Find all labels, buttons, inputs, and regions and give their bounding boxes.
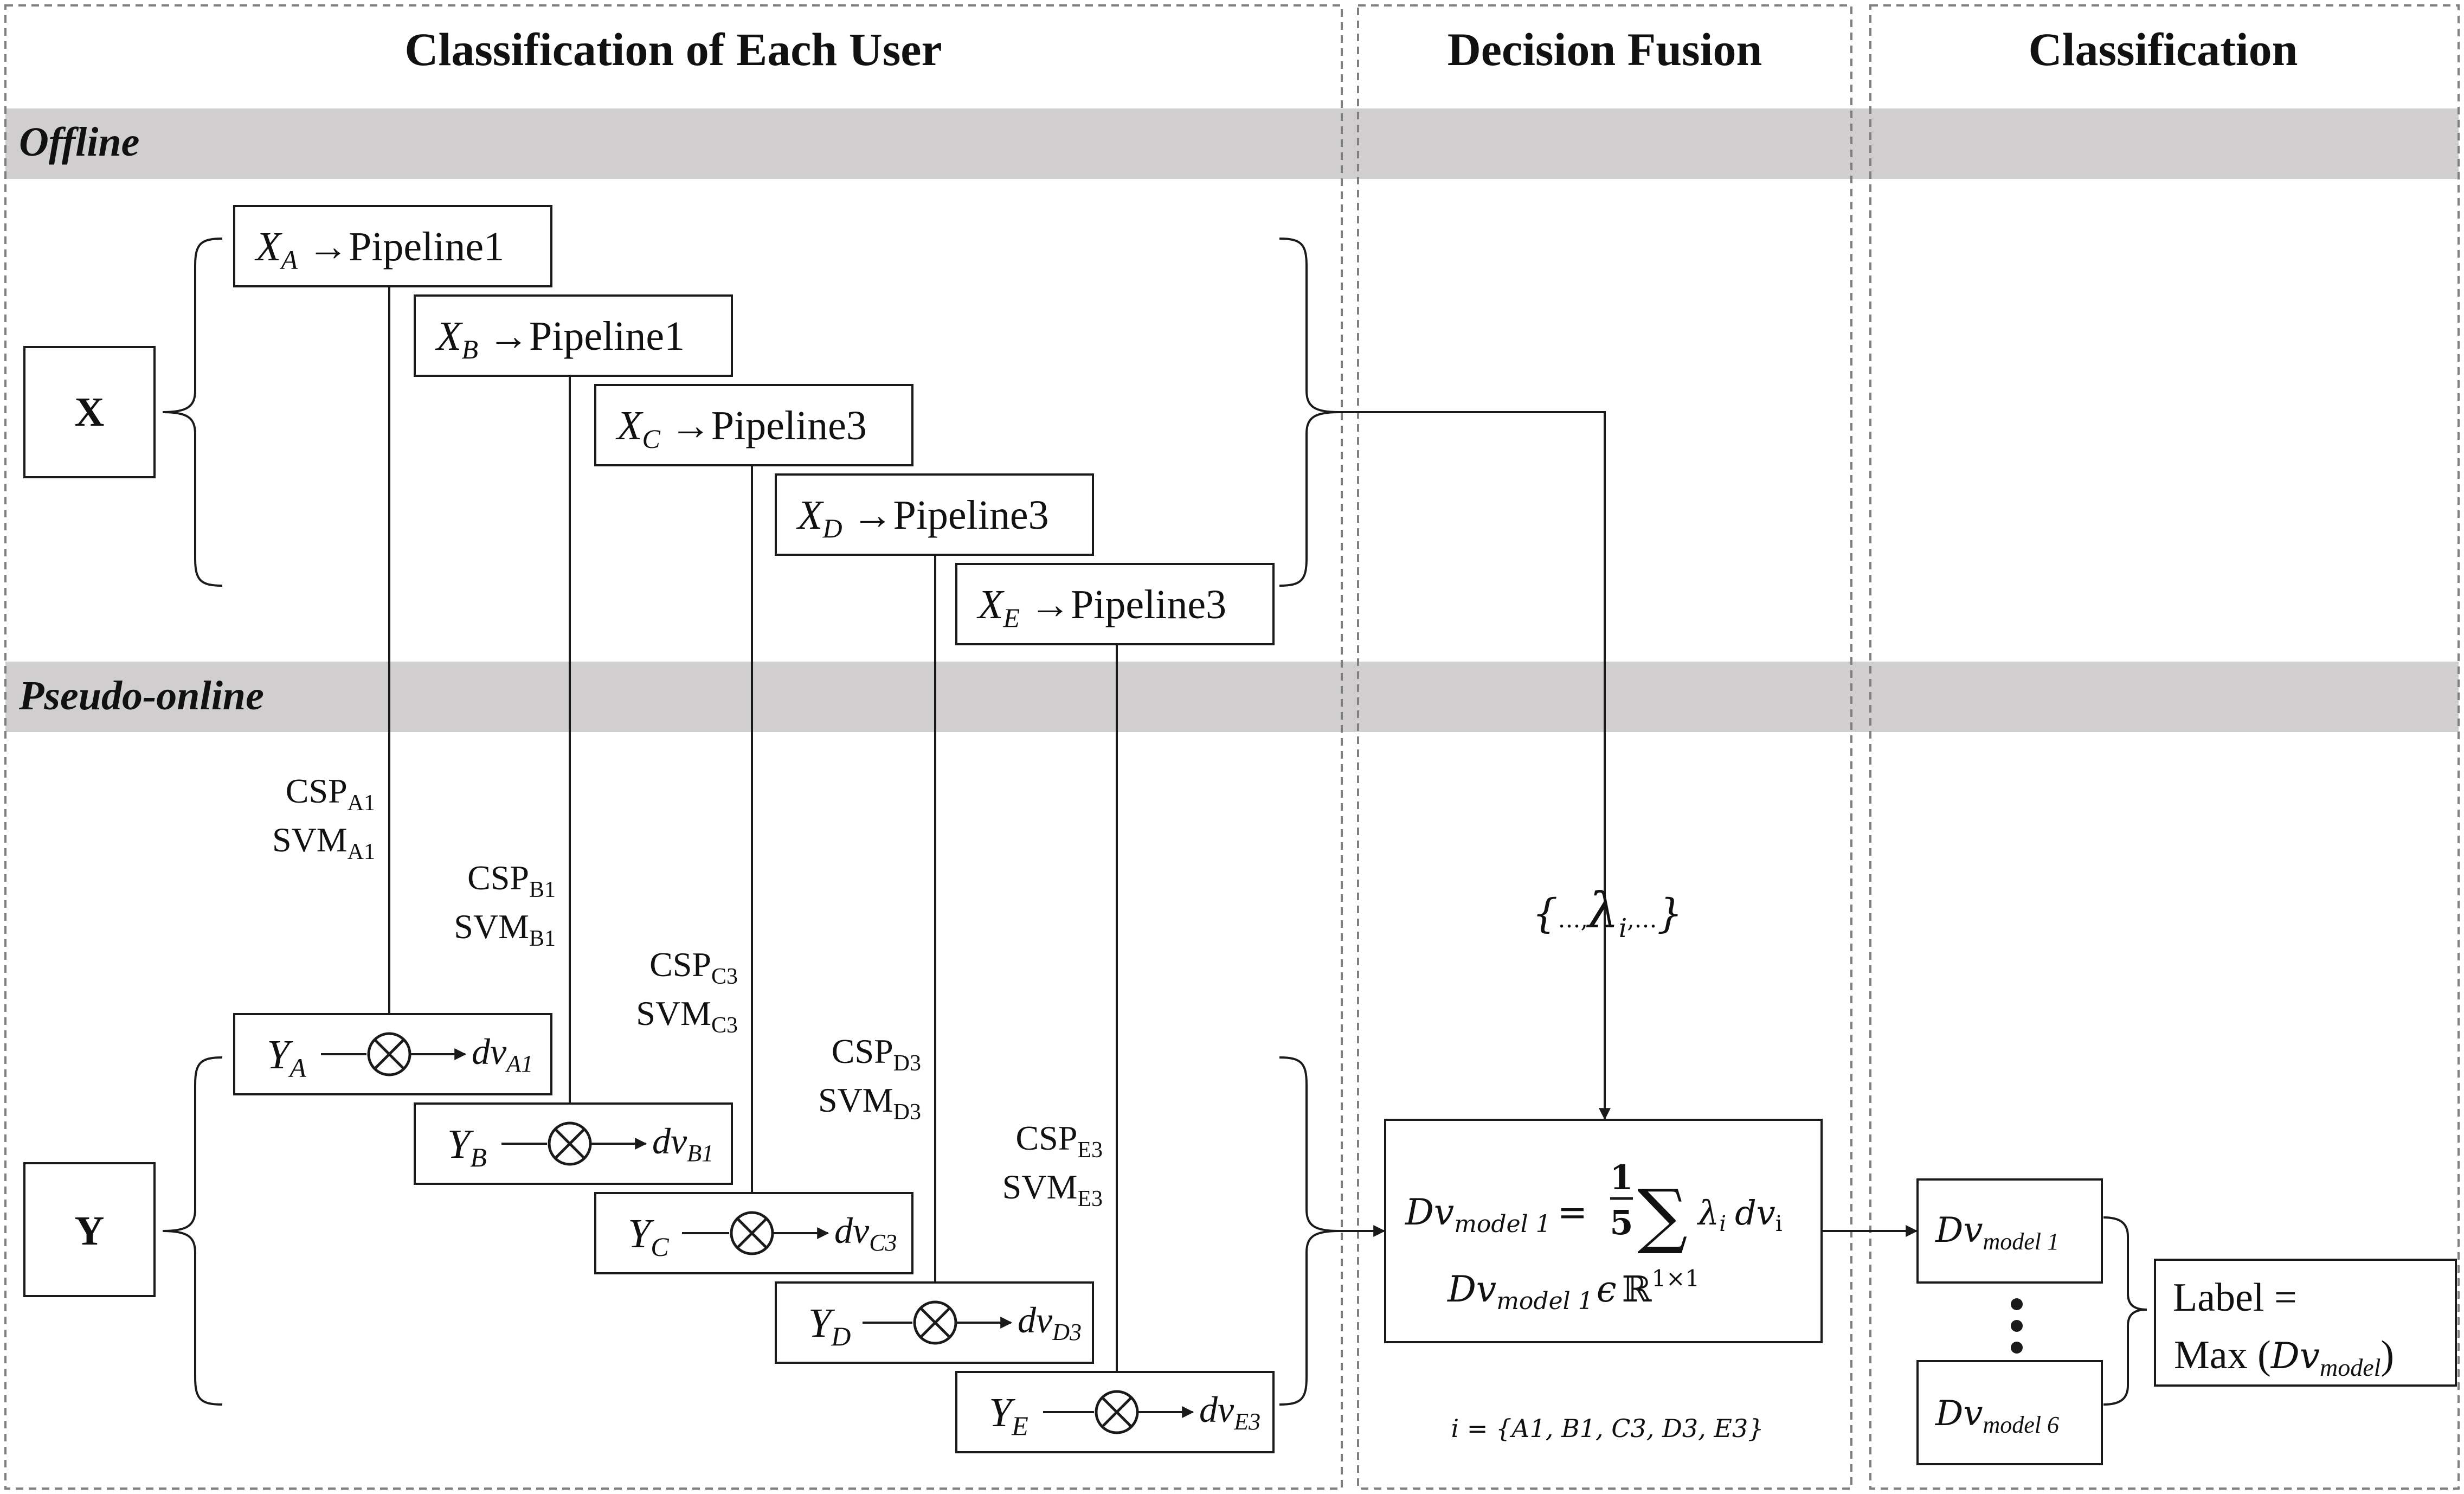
fusion-formula: Dvmodel 1= xyxy=(1405,1191,1587,1238)
input-x-label: X xyxy=(75,389,105,435)
pipeline-box xyxy=(955,563,1275,645)
brace-offline-left xyxy=(162,238,223,587)
band-label-pseudo-online: Pseudo-online xyxy=(18,673,264,719)
multiply-stroke xyxy=(554,1128,586,1159)
model-ellipsis xyxy=(2011,1298,2023,1354)
test-label: YC xyxy=(628,1211,669,1262)
label-box: Label = Max (Dvmodel) xyxy=(2154,1259,2457,1387)
input-x-box: X xyxy=(23,346,156,478)
decision-value-label: dvE3 xyxy=(1199,1389,1260,1435)
decision-value-label: dvB1 xyxy=(652,1120,713,1166)
svg-text:Dvmodel 6: Dvmodel 6 xyxy=(1935,1394,2059,1438)
brace-online-right xyxy=(1279,1056,1340,1406)
model-last-dv: Dv xyxy=(1935,1394,1983,1434)
fraction-numerator: 1 xyxy=(1610,1158,1633,1197)
model-first-dv: Dv xyxy=(1935,1210,1983,1251)
pipeline-label: XA→Pipeline1 xyxy=(254,224,504,275)
label-line-1: Label = xyxy=(2173,1275,2297,1320)
multiply-stroke xyxy=(736,1217,768,1249)
input-y-box: Y xyxy=(23,1162,156,1297)
svm-label: SVMA1 xyxy=(272,820,375,864)
offline-to-fusion-line xyxy=(1339,411,1611,1120)
pseudo-online-band xyxy=(5,662,2459,732)
sum-sign: ∑ xyxy=(1637,1174,1688,1256)
input-y-label: Y xyxy=(75,1208,105,1254)
multiply-stroke xyxy=(1101,1396,1133,1428)
test-label: YE xyxy=(989,1390,1028,1441)
svm-label: SVMD3 xyxy=(818,1081,921,1125)
label-line-2: Max (Dvmodel) xyxy=(2174,1333,2394,1381)
model-box-last: Dvmodel 6 xyxy=(1916,1360,2103,1465)
multiply-stroke xyxy=(919,1307,951,1338)
pipeline-box xyxy=(594,384,913,466)
column-title-classification: Classification xyxy=(2029,23,2298,75)
column-frame-classification xyxy=(1869,4,2460,1490)
test-label: YD xyxy=(808,1300,851,1351)
csp-label: CSPD3 xyxy=(832,1032,921,1076)
test-label: YB xyxy=(447,1121,487,1172)
pipeline-label: XE→Pipeline3 xyxy=(976,582,1226,633)
fraction-denominator: 5 xyxy=(1610,1203,1633,1242)
decision-value-label: dvD3 xyxy=(1018,1299,1082,1345)
decision-value-label: dvA1 xyxy=(472,1031,533,1077)
pipeline-box xyxy=(233,205,552,287)
band-label-offline: Offline xyxy=(19,119,139,165)
brace-models xyxy=(2103,1216,2147,1406)
multiply-stroke xyxy=(374,1038,405,1070)
svg-text:Dvmodel 1: Dvmodel 1 xyxy=(1935,1210,2059,1255)
csp-label: CSPE3 xyxy=(1015,1119,1103,1163)
model-first-sub: model 1 xyxy=(1983,1228,2059,1255)
pipeline-label: XB→Pipeline1 xyxy=(435,313,685,364)
csp-label: CSPC3 xyxy=(649,945,738,989)
brace-offline-right xyxy=(1279,238,1340,587)
column-frame-each-user xyxy=(4,4,1343,1490)
column-title-fusion: Decision Fusion xyxy=(1447,23,1762,75)
pipeline-label: XD→Pipeline3 xyxy=(796,492,1049,543)
column-frames xyxy=(4,4,2460,1490)
csp-label: CSPB1 xyxy=(467,858,556,902)
pipeline-box xyxy=(414,294,733,377)
offline-band xyxy=(5,108,2459,179)
svm-label: SVMB1 xyxy=(454,907,556,951)
pipeline-label: XC→Pipeline3 xyxy=(615,403,867,454)
lambda-set-label: {…,λi,…} xyxy=(1532,882,1682,944)
model-last-sub: model 6 xyxy=(1983,1412,2059,1438)
svm-label: SVME3 xyxy=(1002,1168,1103,1211)
csp-label: CSPA1 xyxy=(286,772,375,816)
decision-value-label: dvC3 xyxy=(834,1210,897,1256)
index-set-label: i = {A1, B1, C3, D3, E3} xyxy=(1451,1414,1764,1443)
model-box-first: Dvmodel 1 xyxy=(1916,1178,2103,1284)
pipeline-box xyxy=(775,473,1094,556)
svm-label: SVMC3 xyxy=(636,994,738,1038)
brace-online-left xyxy=(162,1056,223,1406)
column-title-each-user: Classification of Each User xyxy=(404,23,942,75)
test-label: YA xyxy=(267,1032,306,1083)
